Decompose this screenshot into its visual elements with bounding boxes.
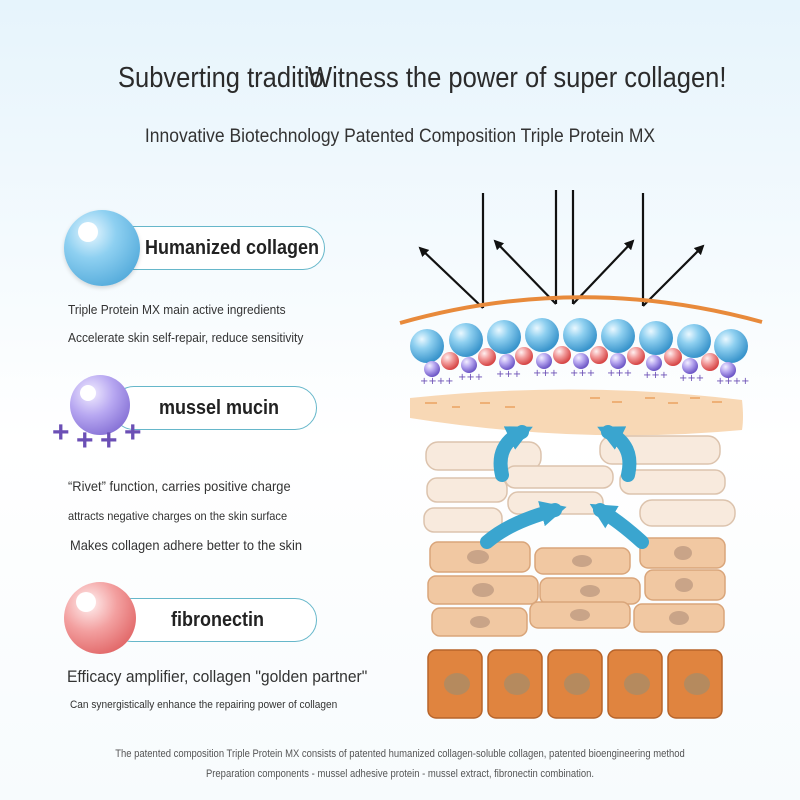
light-rays bbox=[418, 190, 705, 309]
red-sphere-icon bbox=[64, 582, 136, 654]
svg-text:+++: +++ bbox=[496, 369, 521, 380]
mucin-desc-line-3: Makes collagen adhere better to the skin bbox=[70, 537, 302, 553]
ingredient-pill-collagen: Humanized collagen bbox=[110, 226, 325, 270]
basal-nuclei bbox=[444, 673, 710, 695]
flattened-cells bbox=[423, 435, 736, 533]
fibronectin-molecule bbox=[553, 346, 571, 364]
mucin-molecule bbox=[720, 362, 736, 378]
mucin-desc-line-1: “Rivet” function, carries positive charg… bbox=[68, 478, 291, 494]
ingredient-name: Humanized collagen bbox=[145, 237, 320, 259]
mucin-molecule bbox=[682, 358, 698, 374]
svg-text:++++: ++++ bbox=[716, 376, 750, 387]
svg-text:+++: +++ bbox=[533, 368, 558, 379]
purple-sphere-icon bbox=[70, 375, 130, 435]
ingredient-name: mussel mucin bbox=[159, 397, 280, 419]
svg-text:+++: +++ bbox=[458, 372, 483, 383]
collagen-molecule bbox=[639, 321, 673, 355]
collagen-molecule bbox=[525, 318, 559, 352]
positive-charges: ++++ +++ +++ +++ +++ +++ +++ +++ ++++ bbox=[420, 368, 750, 387]
collagen-molecule bbox=[487, 320, 521, 354]
svg-text:+++: +++ bbox=[643, 370, 668, 381]
page-subtitle: Innovative Biotechnology Patented Compos… bbox=[144, 126, 656, 147]
collagen-molecule bbox=[410, 329, 444, 363]
mucin-molecule bbox=[461, 357, 477, 373]
stratum-dashes bbox=[425, 397, 722, 408]
svg-text:++++: ++++ bbox=[420, 376, 454, 387]
stratum-corneum-layer bbox=[410, 389, 743, 436]
fibronectin-molecule bbox=[441, 352, 459, 370]
collagen-molecule bbox=[601, 319, 635, 353]
sphere-highlight bbox=[76, 592, 96, 612]
positive-charge-icon: + bbox=[100, 424, 118, 457]
curved-arrow-up-left bbox=[493, 425, 533, 482]
positive-charge-icon: + bbox=[124, 416, 142, 449]
fibronectin-desc-line-2: Can synergistically enhance the repairin… bbox=[70, 699, 338, 711]
collagen-molecule bbox=[677, 324, 711, 358]
ingredient-name: fibronectin bbox=[171, 609, 265, 631]
positive-charge-icon: + bbox=[76, 424, 94, 457]
sphere-highlight bbox=[80, 385, 96, 401]
positive-charge-icon: + bbox=[52, 416, 70, 449]
mucin-molecule bbox=[499, 354, 515, 370]
fibronectin-molecule bbox=[590, 346, 608, 364]
blue-sphere-icon bbox=[64, 210, 140, 286]
cell-nuclei-small bbox=[467, 546, 693, 628]
reflected-ray-arrow bbox=[418, 246, 484, 309]
mucin-desc-line-2: attracts negative charges on the skin su… bbox=[68, 509, 288, 523]
fibronectin-molecule bbox=[664, 348, 682, 366]
mucin-molecule bbox=[424, 361, 440, 377]
ingredient-pill-mucin: mussel mucin bbox=[112, 386, 317, 430]
footer-line-2: Preparation components - mussel adhesive… bbox=[205, 768, 595, 780]
svg-text:+++: +++ bbox=[570, 368, 595, 379]
curved-arrow-down-left bbox=[480, 501, 567, 549]
penetration-arrows bbox=[480, 425, 649, 549]
collagen-desc-line-1: Triple Protein MX main active ingredient… bbox=[68, 302, 286, 317]
collagen-desc-line-2: Accelerate skin self-repair, reduce sens… bbox=[68, 330, 304, 345]
reflected-ray-arrow bbox=[642, 244, 705, 307]
fibronectin-molecule bbox=[701, 353, 719, 371]
title-overlap-text: Subverting traditio bbox=[118, 62, 324, 94]
fibronectin-desc-line-1: Efficacy amplifier, collagen "golden par… bbox=[67, 667, 368, 686]
skin-surface-line bbox=[399, 295, 763, 325]
mucin-molecule bbox=[573, 353, 589, 369]
collagen-molecule bbox=[714, 329, 748, 363]
fibronectin-molecule bbox=[478, 348, 496, 366]
mucin-molecule bbox=[610, 353, 626, 369]
title-block: Subverting traditio Witness the power of… bbox=[0, 62, 800, 102]
mucin-molecule bbox=[536, 353, 552, 369]
fibronectin-molecule bbox=[515, 347, 533, 365]
svg-text:+++: +++ bbox=[607, 368, 632, 379]
collagen-molecule bbox=[449, 323, 483, 357]
curved-arrow-up-right bbox=[597, 425, 637, 482]
mucin-molecule bbox=[646, 355, 662, 371]
svg-text:+++: +++ bbox=[679, 373, 704, 384]
footer-line-1: The patented composition Triple Protein … bbox=[115, 748, 685, 760]
curved-arrow-down-right bbox=[589, 503, 649, 549]
page-title: Witness the power of super collagen! bbox=[308, 62, 727, 94]
reflected-ray-arrow bbox=[493, 239, 557, 305]
ingredient-pill-fibronectin: fibronectin bbox=[110, 598, 317, 642]
fibronectin-molecule bbox=[627, 347, 645, 365]
reflected-ray-arrow bbox=[572, 239, 635, 305]
molecule-layer: ++++ +++ +++ +++ +++ +++ +++ +++ ++++ bbox=[410, 318, 750, 387]
collagen-molecule bbox=[563, 318, 597, 352]
sphere-highlight bbox=[78, 222, 98, 242]
